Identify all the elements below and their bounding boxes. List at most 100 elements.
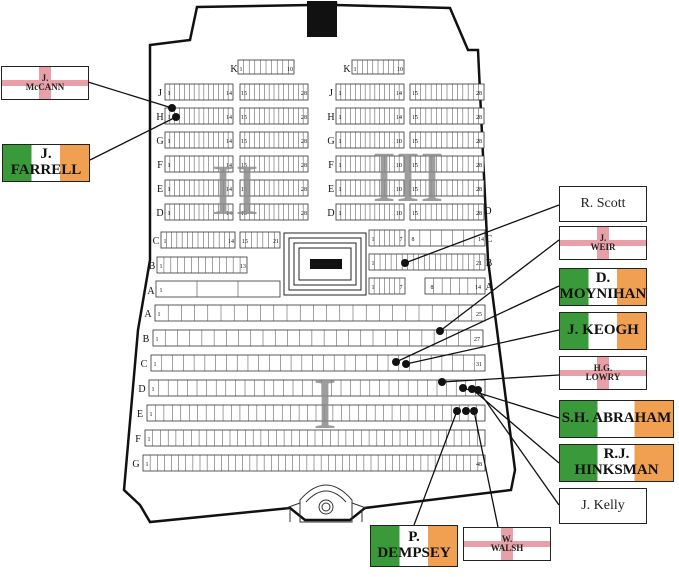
member-label-kelly: J. Kelly — [559, 488, 647, 524]
seat-number: 1 — [158, 312, 161, 318]
section-numeral-upper-right: III — [372, 137, 444, 217]
seat-number: 28 — [476, 115, 482, 121]
row-letter-k-left: K — [230, 64, 238, 75]
seat-marker-dot — [453, 407, 461, 415]
top-door — [307, 1, 337, 37]
row-letter-j-right: J — [329, 88, 333, 99]
seat-number: 28 — [301, 163, 307, 169]
seat-number: 15 — [412, 139, 418, 145]
row-letter-e-right: E — [328, 184, 334, 195]
row-letter-c-upper-right: C — [486, 234, 493, 245]
seat-block-h-r1 — [335, 107, 405, 125]
member-label-farrell: J. FARRELL — [2, 144, 90, 182]
row-letter-j-left: J — [158, 88, 162, 99]
seat-block-g-r2 — [409, 131, 485, 149]
member-surname: LOWRY — [585, 372, 621, 382]
member-initial: H.G. — [593, 362, 613, 373]
member-label-keogh: J. KEOGH — [559, 312, 647, 350]
row-letter-h-right: H — [327, 112, 334, 123]
seat-number: 1 — [372, 261, 375, 267]
seat-number: 1 — [240, 67, 243, 73]
seat-number: 7 — [400, 237, 403, 243]
seat-number: 15 — [412, 211, 418, 217]
seat-number: 10 — [397, 67, 403, 73]
seat-number: 15 — [241, 211, 247, 217]
seat-number: 28 — [301, 91, 307, 97]
row-letter-lower-a: A — [144, 309, 152, 320]
seat-block-h-l2 — [239, 107, 309, 125]
seat-number: 28 — [301, 115, 307, 121]
seat-number: 10 — [396, 211, 402, 217]
seat-block-a-r2 — [424, 277, 486, 295]
seat-block-c-l1 — [160, 231, 236, 249]
seat-block-lower-f — [144, 429, 486, 447]
seat-block-c-r1 — [368, 229, 406, 247]
seat-number: 14 — [475, 285, 481, 291]
seat-number: 48 — [476, 462, 482, 468]
seat-number: 1 — [372, 237, 375, 243]
seat-marker-dot — [468, 385, 476, 393]
row-letter-b-upper-left: B — [149, 261, 156, 272]
seat-number: 14 — [396, 91, 402, 97]
member-initial: J. — [599, 232, 607, 243]
seat-block-c-l2 — [239, 231, 281, 249]
seat-block-h-l1 — [164, 107, 234, 125]
member-label-dempsey: P. DEMPSEY — [370, 525, 458, 567]
row-letter-g-left: G — [156, 136, 163, 147]
seat-marker-dot — [401, 259, 409, 267]
seat-number: 28 — [301, 211, 307, 217]
seat-block-f-l2 — [239, 155, 309, 173]
leader-keogh — [402, 329, 560, 368]
leader-walsh — [470, 407, 499, 528]
seat-block-a-left — [155, 280, 281, 298]
leader-dempsey — [413, 407, 461, 526]
member-surname: McCANN — [25, 82, 65, 92]
seat-block-k-left — [237, 59, 295, 75]
seat-number: 1 — [164, 239, 167, 245]
seat-block-d-r2 — [409, 203, 485, 221]
seat-block-lower-d — [148, 379, 486, 397]
leader-lowry — [438, 374, 560, 386]
seat-number: 15 — [241, 163, 247, 169]
seat-number: 10 — [287, 67, 293, 73]
seat-number: 14 — [228, 239, 234, 245]
seat-block-j-r2 — [409, 83, 485, 101]
member-surname: MOYNIHAN — [559, 286, 647, 302]
section-numeral-upper-left: II — [211, 150, 259, 230]
seat-block-e-l2 — [239, 179, 309, 197]
seat-number: 1 — [168, 211, 171, 217]
member-label-mccann: J. McCANN — [1, 66, 89, 100]
seat-number: 1 — [339, 91, 342, 97]
seat-block-j-l1 — [164, 83, 234, 101]
seat-number: 1 — [339, 163, 342, 169]
seat-number: 1 — [168, 115, 171, 121]
seat-number: 15 — [241, 91, 247, 97]
leader-mccann — [87, 81, 176, 112]
seat-number: 14 — [226, 115, 232, 121]
row-letter-b-upper-right: B — [486, 258, 493, 269]
seat-number: 1 — [146, 462, 149, 468]
member-label-scott: R. Scott — [559, 186, 647, 222]
seat-number: 14 — [226, 163, 232, 169]
member-label-walsh: W. WALSH — [463, 527, 551, 561]
seat-number: 1 — [339, 115, 342, 121]
member-label-weir: J. WEIR — [559, 226, 647, 260]
member-surname: WALSH — [490, 543, 524, 553]
seat-block-c-r2 — [408, 229, 486, 247]
seat-block-lower-b — [152, 329, 484, 347]
seat-number: 1 — [168, 91, 171, 97]
leader-kelly — [474, 386, 560, 506]
seat-number: 15 — [412, 91, 418, 97]
member-label-moynihan: D. MOYNIHAN — [559, 268, 647, 306]
seat-number: 8 — [412, 237, 415, 243]
seat-block-f-r1 — [335, 155, 405, 173]
seat-block-g-l2 — [239, 131, 309, 149]
seat-number: 1 — [168, 187, 171, 193]
row-letter-lower-b: B — [143, 334, 150, 345]
leader-moynihan — [392, 285, 560, 366]
seat-block-j-l2 — [239, 83, 309, 101]
seat-number: 10 — [396, 163, 402, 169]
row-letter-f-right: F — [328, 160, 334, 171]
member-initial: P. — [408, 529, 420, 546]
